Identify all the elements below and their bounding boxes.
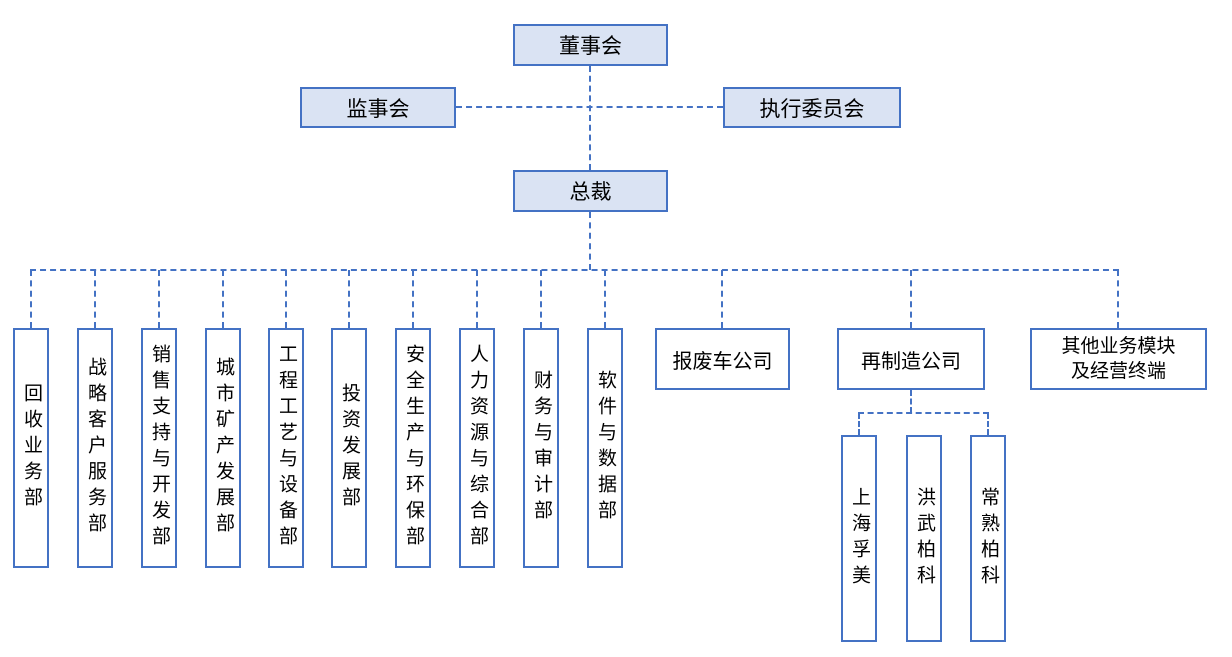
dept-box-sales-support-development: 销售支持与开发部: [141, 328, 177, 568]
dept-label: 软件与数据部: [595, 370, 616, 526]
connector-drop-urban-mineral: [222, 270, 224, 328]
unit-box-scrap-car-company: 报废车公司: [655, 328, 790, 390]
node-supervisory-board: 监事会: [300, 87, 456, 128]
subsidiary-box-changshu-boke: 常熟柏科: [970, 435, 1006, 642]
connector-drop-scrap-car: [721, 270, 723, 328]
node-board-label: 董事会: [559, 35, 622, 58]
unit-label-line2: 及经营终端: [1070, 361, 1166, 382]
dept-box-software-data: 软件与数据部: [587, 328, 623, 568]
connector-main-bus: [30, 269, 1119, 271]
connector-drop-sales-support: [158, 270, 160, 328]
dept-box-recycling-business: 回收业务部: [13, 328, 49, 568]
connector-drop-investment: [348, 270, 350, 328]
dept-label: 投资发展部: [339, 383, 360, 513]
connector-drop-software: [604, 270, 606, 328]
unit-label: 再制造公司: [861, 350, 961, 373]
dept-box-engineering-process-equipment: 工程工艺与设备部: [268, 328, 304, 568]
dept-box-finance-audit: 财务与审计部: [523, 328, 559, 568]
dept-box-strategic-customer-service: 战略客户服务部: [77, 328, 113, 568]
dept-label: 人力资源与综合部: [467, 344, 488, 552]
connector-drop-shanghai-fumei: [858, 413, 860, 435]
unit-label-line1: 其他业务模块: [1061, 336, 1176, 357]
connector-drop-strategic-customer: [94, 270, 96, 328]
dept-box-safety-environment: 安全生产与环保部: [395, 328, 431, 568]
node-board: 董事会: [513, 24, 668, 66]
dept-label: 城市矿产发展部: [213, 357, 234, 539]
dept-box-hr-general: 人力资源与综合部: [459, 328, 495, 568]
connector-drop-finance: [540, 270, 542, 328]
dept-label: 战略客户服务部: [85, 357, 106, 539]
connector-board-to-president: [589, 66, 591, 170]
connector-drop-safety: [412, 270, 414, 328]
dept-label: 工程工艺与设备部: [276, 344, 297, 552]
unit-box-other-business-modules: 其他业务模块 及经营终端: [1030, 328, 1207, 390]
connector-drop-recycling: [30, 270, 32, 328]
connector-drop-hr: [476, 270, 478, 328]
dept-box-urban-mineral-development: 城市矿产发展部: [205, 328, 241, 568]
connector-drop-other-modules: [1117, 270, 1119, 328]
dept-label: 回收业务部: [21, 383, 42, 513]
connector-supervisory-to-executive: [456, 106, 723, 108]
subsidiary-label: 常熟柏科: [978, 486, 999, 591]
subsidiary-box-hongwu-boke: 洪武柏科: [906, 435, 942, 642]
connector-subsidiaries-bus: [858, 412, 989, 414]
dept-label: 财务与审计部: [531, 370, 552, 526]
connector-drop-remanufacturing: [910, 270, 912, 328]
node-president: 总裁: [513, 170, 668, 212]
dept-box-investment-development: 投资发展部: [331, 328, 367, 568]
unit-label: 报废车公司: [672, 350, 773, 373]
connector-drop-changshu-boke: [987, 413, 989, 435]
node-executive-committee-label: 执行委员会: [759, 97, 865, 121]
subsidiary-label: 上海孚美: [849, 486, 870, 591]
connector-remanufacturing-stub: [910, 390, 912, 413]
subsidiary-label: 洪武柏科: [914, 486, 935, 591]
dept-label: 安全生产与环保部: [403, 344, 424, 552]
unit-box-remanufacturing-company: 再制造公司: [837, 328, 985, 390]
node-supervisory-board-label: 监事会: [346, 97, 410, 121]
node-president-label: 总裁: [569, 181, 612, 204]
connector-drop-engineering: [285, 270, 287, 328]
connector-president-to-bus: [589, 212, 591, 270]
dept-label: 销售支持与开发部: [149, 344, 170, 552]
subsidiary-box-shanghai-fumei: 上海孚美: [841, 435, 877, 642]
node-executive-committee: 执行委员会: [723, 87, 901, 128]
